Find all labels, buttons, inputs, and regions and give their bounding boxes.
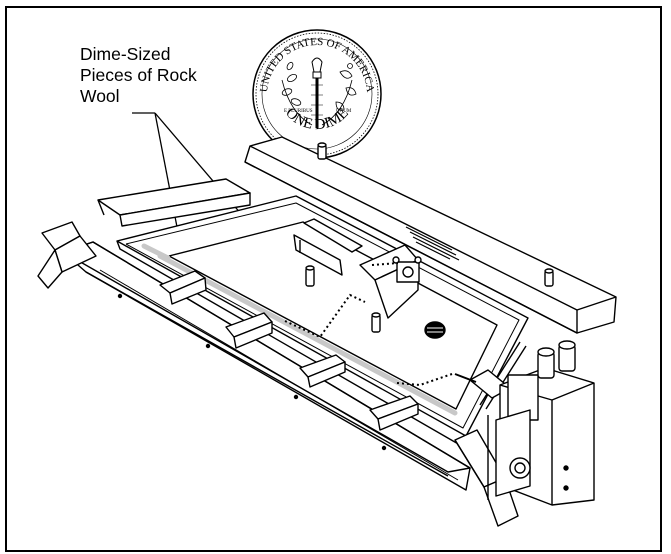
callout-line-1: Dime-Sized — [80, 44, 171, 64]
stand-posts — [305, 265, 381, 333]
coin-left-motto: E PLURIBUS — [284, 109, 313, 114]
callout-line-2: Pieces of Rock — [80, 65, 197, 85]
rear-posts — [317, 142, 554, 287]
inner-plate — [168, 221, 498, 410]
callout-line-3: Wool — [80, 86, 120, 106]
rock-wool-dotted-lines — [284, 262, 453, 387]
torch-icon — [311, 57, 323, 128]
gas-valve-box — [487, 340, 595, 506]
olive-branch-icon — [281, 61, 313, 126]
rock-wool-callout-label: Dime-Sized Pieces of Rock Wool — [80, 44, 197, 107]
coin-right-motto: UNUM — [336, 109, 352, 114]
bracket — [293, 234, 343, 276]
burner-assembly — [97, 136, 617, 446]
log-grate — [37, 221, 519, 527]
oak-branch-icon — [321, 63, 357, 126]
vent-slots — [405, 226, 460, 261]
rock-wool-strips — [141, 243, 458, 416]
dime-coin: UNITED STATES OF AMERICA ONE DIME E PLUR… — [252, 29, 382, 159]
